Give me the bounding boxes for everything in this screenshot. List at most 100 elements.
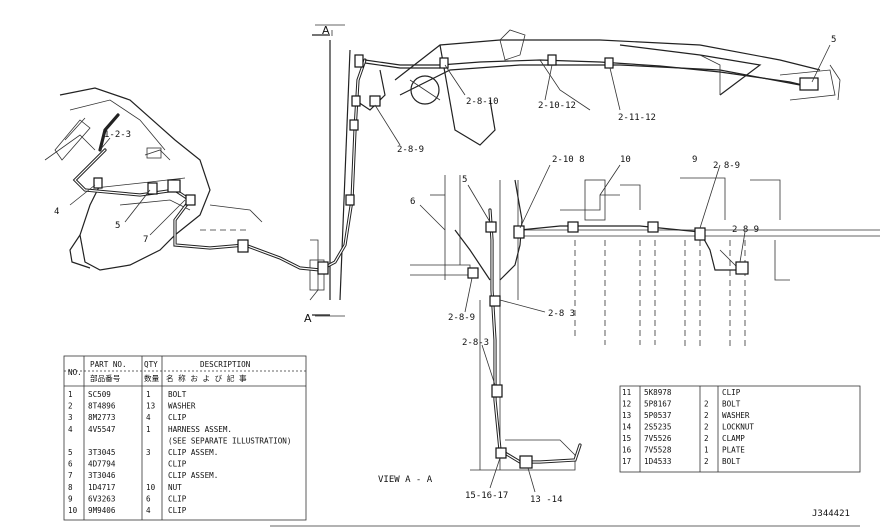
table-cell-no: 10 [68,506,78,515]
table-cell-qty: 6 [146,494,151,503]
callout-2-8-10: 2-8-10 [466,97,499,107]
table2-cell-qty: 2 [704,400,709,409]
callout-v-2-8-9-right: 2 8-9 [713,161,740,171]
callout-v-2-10-8: 2-10 8 [552,155,585,165]
table-cell-no: 6 [68,460,73,469]
callout-5-left: 5 [115,221,120,231]
table2-cell-no: 11 [622,388,632,397]
table2-cell-description: BOLT [722,457,741,466]
boom-structure [394,29,841,146]
table-cell-description: CLIP [168,506,187,515]
main-view-label-group: 5 2-8-10 2-10-12 2-11-12 2-8-9 1-2-3 4 5… [54,35,836,245]
callout-1-2-3: 1-2-3 [104,130,131,140]
table-cell-part-no: 1D4717 [88,483,115,492]
table2-cell-part-no: 7V5526 [644,434,672,443]
table-cell-qty: 3 [146,448,151,457]
section-a-bottom: A [304,312,312,325]
table2-cell-part-no: 2S5235 [644,423,671,432]
parts-table: NO. PART NO. 部品番号 QTY 数量 DESCRIPTION 名 称… [63,355,307,521]
table2-cell-part-no: 1D4533 [644,457,671,466]
table-cell-qty: 13 [146,402,155,411]
table-cell-description: WASHER [168,402,196,411]
table2-cell-part-no: 5P8167 [644,400,671,409]
drawing-number: J344421 [812,509,850,519]
callout-v-2-8-3-b: 2-8-3 [462,338,489,348]
table-cell-description: (SEE SEPARATE ILLUSTRATION) [168,436,291,445]
table-cell-description: CLIP [168,494,187,503]
callout-4: 4 [54,207,59,217]
view-a-leaders [419,164,746,493]
table-cell-part-no: 9M9406 [88,506,116,515]
table-cell-no: 7 [68,471,73,480]
callout-v-2-8-9-left: 2-8-9 [448,313,475,323]
th-description: DESCRIPTION [200,360,251,369]
callout-v-2-8-9-right2: 2 8 9 [732,225,759,235]
callout-v-2-8-3-a: 2-8 3 [548,309,575,319]
table-cell-description: HARNESS ASSEM. [168,425,232,434]
table2-cell-description: BOLT [722,400,741,409]
table-cell-no: 2 [68,402,73,411]
th-part-no-jp: 部品番号 [90,373,121,383]
view-a-clips [467,221,749,469]
table-cell-no: 8 [68,483,73,492]
table2-cell-description: CLIP [722,388,741,397]
table-cell-part-no: 3T3046 [88,471,116,480]
callout-v-5: 5 [462,175,467,185]
callout-5-top: 5 [831,35,836,45]
callout-v-6: 6 [410,197,415,207]
table-cell-part-no: 4D7794 [88,460,116,469]
th-qty: QTY [144,360,158,369]
table-cell-description: CLIP [168,413,187,422]
callout-v-10: 10 [620,155,631,165]
table-cell-description: BOLT [168,390,187,399]
section-markers: A A [304,24,330,325]
table2-cell-no: 13 [622,411,631,420]
th-qty-jp: 数量 [144,373,160,383]
table-cell-qty: 10 [146,483,156,492]
table-cell-no: 4 [68,425,73,434]
table-cell-part-no: 8M2773 [88,413,115,422]
view-a-harness [454,179,740,464]
table2-cell-qty: 2 [704,457,709,466]
table-cell-description: NUT [168,483,182,492]
table-cell-part-no: 3T3045 [88,448,115,457]
th-no: NO. [68,368,82,377]
table-cell-description: CLIP [168,460,187,469]
table2-cell-no: 14 [622,423,632,432]
table-cell-description: CLIP ASSEM. [168,448,218,457]
table2-cell-qty: 2 [704,423,709,432]
callout-2-8-9-main: 2-8-9 [397,145,424,155]
main-view-leaders [69,44,831,236]
table2-cell-qty: 2 [704,411,709,420]
view-a-label-group: 5 2-10 8 10 9 2 8-9 2 8 9 6 2-8-9 2-8 3 … [378,155,759,505]
table-cell-no: 1 [68,390,73,399]
table2-cell-part-no: 7V5528 [644,446,672,455]
table2-cell-no: 16 [622,446,632,455]
table-cell-qty: 1 [146,425,151,434]
table-cell-part-no: 4V5547 [88,425,115,434]
table2-cell-part-no: 5P0537 [644,411,671,420]
table-cell-qty: 4 [146,413,151,422]
th-part-no: PART NO. [90,360,127,369]
table-cell-part-no: 6V3263 [88,494,115,503]
table-cell-part-no: SC509 [88,390,111,399]
table-cell-no: 3 [68,413,73,422]
table2-cell-no: 17 [622,457,631,466]
table-cell-no: 5 [68,448,73,457]
table2-cell-no: 15 [622,434,631,443]
callout-2-11-12: 2-11-12 [618,113,656,123]
view-a-caption: VIEW A - A [378,475,433,485]
view-a-structure [410,175,880,471]
callout-v-13-14: 13 -14 [530,495,563,505]
callout-7: 7 [143,235,148,245]
table2-cell-no: 12 [622,400,631,409]
callout-v-9: 9 [692,155,697,165]
callout-v-15-16-17: 15-16-17 [465,491,508,501]
main-view-clips [93,54,819,275]
section-a-top: A [322,24,330,37]
table-cell-qty: 1 [146,390,151,399]
